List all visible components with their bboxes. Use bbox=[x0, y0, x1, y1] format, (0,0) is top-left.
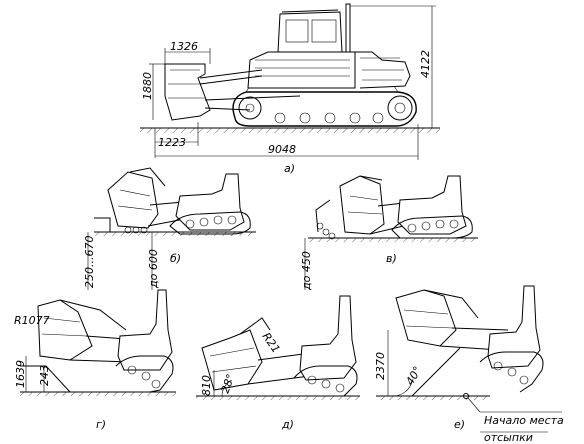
view-v-blade bbox=[339, 175, 385, 235]
caption-d: д) bbox=[281, 418, 294, 431]
view-b: 250...670 до 600 б) bbox=[83, 167, 256, 290]
note-e-line1: Начало места bbox=[484, 414, 564, 427]
main-track-wheels bbox=[238, 95, 413, 124]
main-cab-window-front bbox=[285, 19, 309, 43]
dim-blade-height: 1880 bbox=[141, 72, 154, 100]
view-v-track bbox=[391, 215, 473, 239]
view-v: до 450 в) bbox=[300, 175, 478, 291]
main-push-arm bbox=[204, 95, 301, 111]
view-b-track bbox=[169, 211, 251, 235]
view-e-slope bbox=[411, 347, 461, 397]
dim-b-cut-depth: 250...670 bbox=[83, 236, 96, 288]
view-g-tractor bbox=[117, 289, 173, 371]
dim-blade-width: 1326 bbox=[170, 40, 198, 53]
dim-overall-length: 9048 bbox=[268, 143, 296, 156]
caption-a: а) bbox=[284, 162, 295, 175]
main-lift-cylinder bbox=[199, 69, 263, 85]
caption-v: в) bbox=[386, 252, 397, 265]
view-g-track bbox=[115, 355, 174, 393]
note-e-line2: отсыпки bbox=[484, 431, 533, 444]
view-d-rollers bbox=[307, 375, 345, 393]
main-dimensions: 1326 1880 4122 1223 9048 bbox=[141, 5, 436, 160]
view-v-tractor bbox=[397, 175, 467, 235]
main-track bbox=[232, 91, 417, 127]
dim-e-angle: 40° bbox=[403, 364, 424, 387]
view-v-rollers bbox=[316, 219, 459, 240]
view-e-tractor bbox=[487, 285, 541, 369]
main-hood bbox=[247, 51, 356, 89]
view-g-blade bbox=[37, 299, 93, 361]
caption-g: г) bbox=[96, 418, 106, 431]
caption-b: б) bbox=[170, 252, 181, 265]
view-b-rollers bbox=[124, 215, 237, 234]
view-d: R21 810 28° д) bbox=[196, 295, 360, 431]
view-g: R1077 1639 243 г) bbox=[14, 289, 176, 431]
view-e-rollers bbox=[493, 361, 529, 385]
dim-g-dig-depth: 243 bbox=[38, 365, 51, 386]
view-e-start-point bbox=[463, 393, 469, 399]
main-ground-hatch bbox=[140, 128, 440, 133]
view-b-blade bbox=[107, 171, 159, 229]
main-cab-window-side bbox=[311, 19, 337, 43]
view-e-track bbox=[479, 351, 544, 393]
dim-d-radius: R21 bbox=[260, 330, 283, 355]
dim-g-radius: R1077 bbox=[14, 314, 50, 327]
main-cab bbox=[277, 11, 343, 53]
dim-d-height: 810 bbox=[200, 375, 213, 396]
dim-e-height: 2370 bbox=[374, 352, 387, 380]
view-e: 2370 40° Начало места отсыпки е) bbox=[374, 285, 564, 444]
main-ripper-frame bbox=[355, 51, 411, 89]
view-d-track bbox=[293, 365, 358, 397]
dim-front-overhang: 1223 bbox=[158, 136, 186, 149]
view-g-rollers bbox=[127, 365, 161, 389]
view-e-blade bbox=[395, 289, 457, 347]
view-d-tractor bbox=[299, 295, 357, 381]
dim-b-lift-height: до 600 bbox=[147, 249, 160, 289]
main-blade bbox=[164, 63, 211, 121]
main-exhaust-pipe bbox=[345, 3, 351, 53]
dim-g-lift-height: 1639 bbox=[14, 360, 27, 388]
main-view: 1326 1880 4122 1223 9048 а) bbox=[140, 3, 440, 175]
dim-overall-height: 4122 bbox=[419, 50, 432, 78]
view-b-tractor bbox=[175, 173, 245, 231]
dim-d-angle: 28° bbox=[219, 372, 238, 395]
caption-e: е) bbox=[454, 418, 465, 431]
dim-v-lift-height: до 450 bbox=[300, 251, 313, 291]
